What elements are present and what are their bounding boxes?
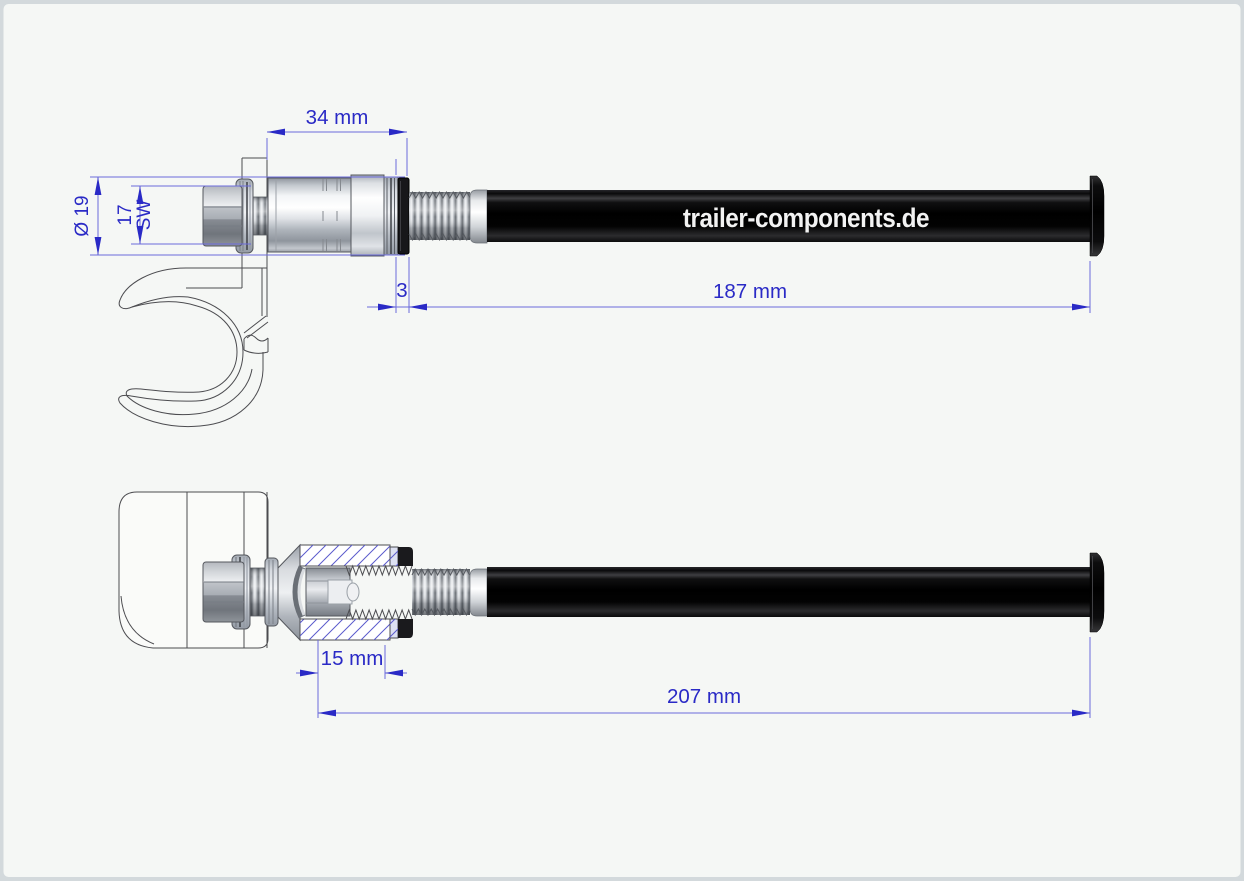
hook-c-inner-arc [196, 305, 238, 393]
jam-nut-ring [397, 177, 410, 255]
threaded-rod-plan [411, 567, 471, 617]
hook-body-inner-arc [120, 595, 155, 645]
black-rod-tube: trailer-components.de [487, 190, 1090, 242]
bolt-thread-stub [252, 196, 270, 236]
coupler-sleeve [267, 177, 352, 253]
hook-outline [118, 157, 269, 428]
sleeve-slot-marks [322, 179, 341, 251]
thread-crest-bottom [408, 232, 471, 242]
plan-section-view [118, 491, 1105, 649]
brand-print: trailer-components.de [683, 204, 930, 233]
dim-3-187-ext [395, 159, 1091, 313]
dim-label-3: 3 [396, 279, 407, 302]
dimension-arrows [94, 128, 1090, 717]
internal-thread-top [345, 564, 413, 577]
dim-label-207mm: 207 mm [667, 685, 741, 708]
dim-label-15mm: 15 mm [321, 647, 384, 670]
dim-label-17: 17 [115, 204, 136, 225]
locknut-washer-rings [383, 176, 399, 256]
rod-crimp-band-plan [469, 568, 488, 617]
jam-nut-section-bottom [398, 619, 413, 638]
coupler-washer-plan [264, 557, 279, 627]
hook-jaw-upper-edges [130, 388, 200, 402]
black-rod-tube-plan [487, 567, 1090, 617]
dimension-annotations: 34 mm Ø 19 17 SW 3 187 mm 15 mm 207 mm [72, 106, 1091, 718]
hex-facet-lines [204, 206, 242, 227]
collar [350, 174, 385, 257]
sectioned-coupler [277, 543, 413, 642]
hook-arm-lip [131, 301, 198, 308]
dim-label-34mm: 34 mm [306, 106, 369, 129]
bore-edges [300, 565, 346, 620]
internal-thread-bottom [345, 608, 413, 621]
dim-17sw-ext [131, 185, 251, 245]
hex-nut [202, 185, 243, 247]
page-background [3, 4, 1241, 877]
dim-label-sw: SW [134, 200, 155, 231]
dim-dia19-ext [90, 176, 405, 256]
hook-c-outer-arc [187, 296, 244, 402]
dim-label-187mm: 187 mm [713, 280, 787, 303]
bolt-tip-nub [346, 582, 360, 602]
rod-end-cap [1089, 175, 1105, 257]
rod-crimp-band [469, 189, 488, 244]
hook-jaw-inner [125, 368, 253, 416]
hook-upper-arm [118, 267, 267, 310]
dim-label-dia19: Ø 19 [72, 195, 93, 236]
hex-nut-plan [202, 561, 245, 623]
bracket-serration [243, 334, 269, 354]
hook-jaw-outer [118, 352, 264, 428]
jam-nut-section-top [398, 547, 413, 566]
side-view: trailer-components.de [118, 157, 1105, 428]
bore-cavity [292, 565, 306, 619]
thread-crest-top [408, 190, 471, 200]
threaded-rod [408, 190, 471, 242]
dim-34-ext [266, 138, 408, 176]
rod-end-cap-plan [1089, 552, 1105, 633]
